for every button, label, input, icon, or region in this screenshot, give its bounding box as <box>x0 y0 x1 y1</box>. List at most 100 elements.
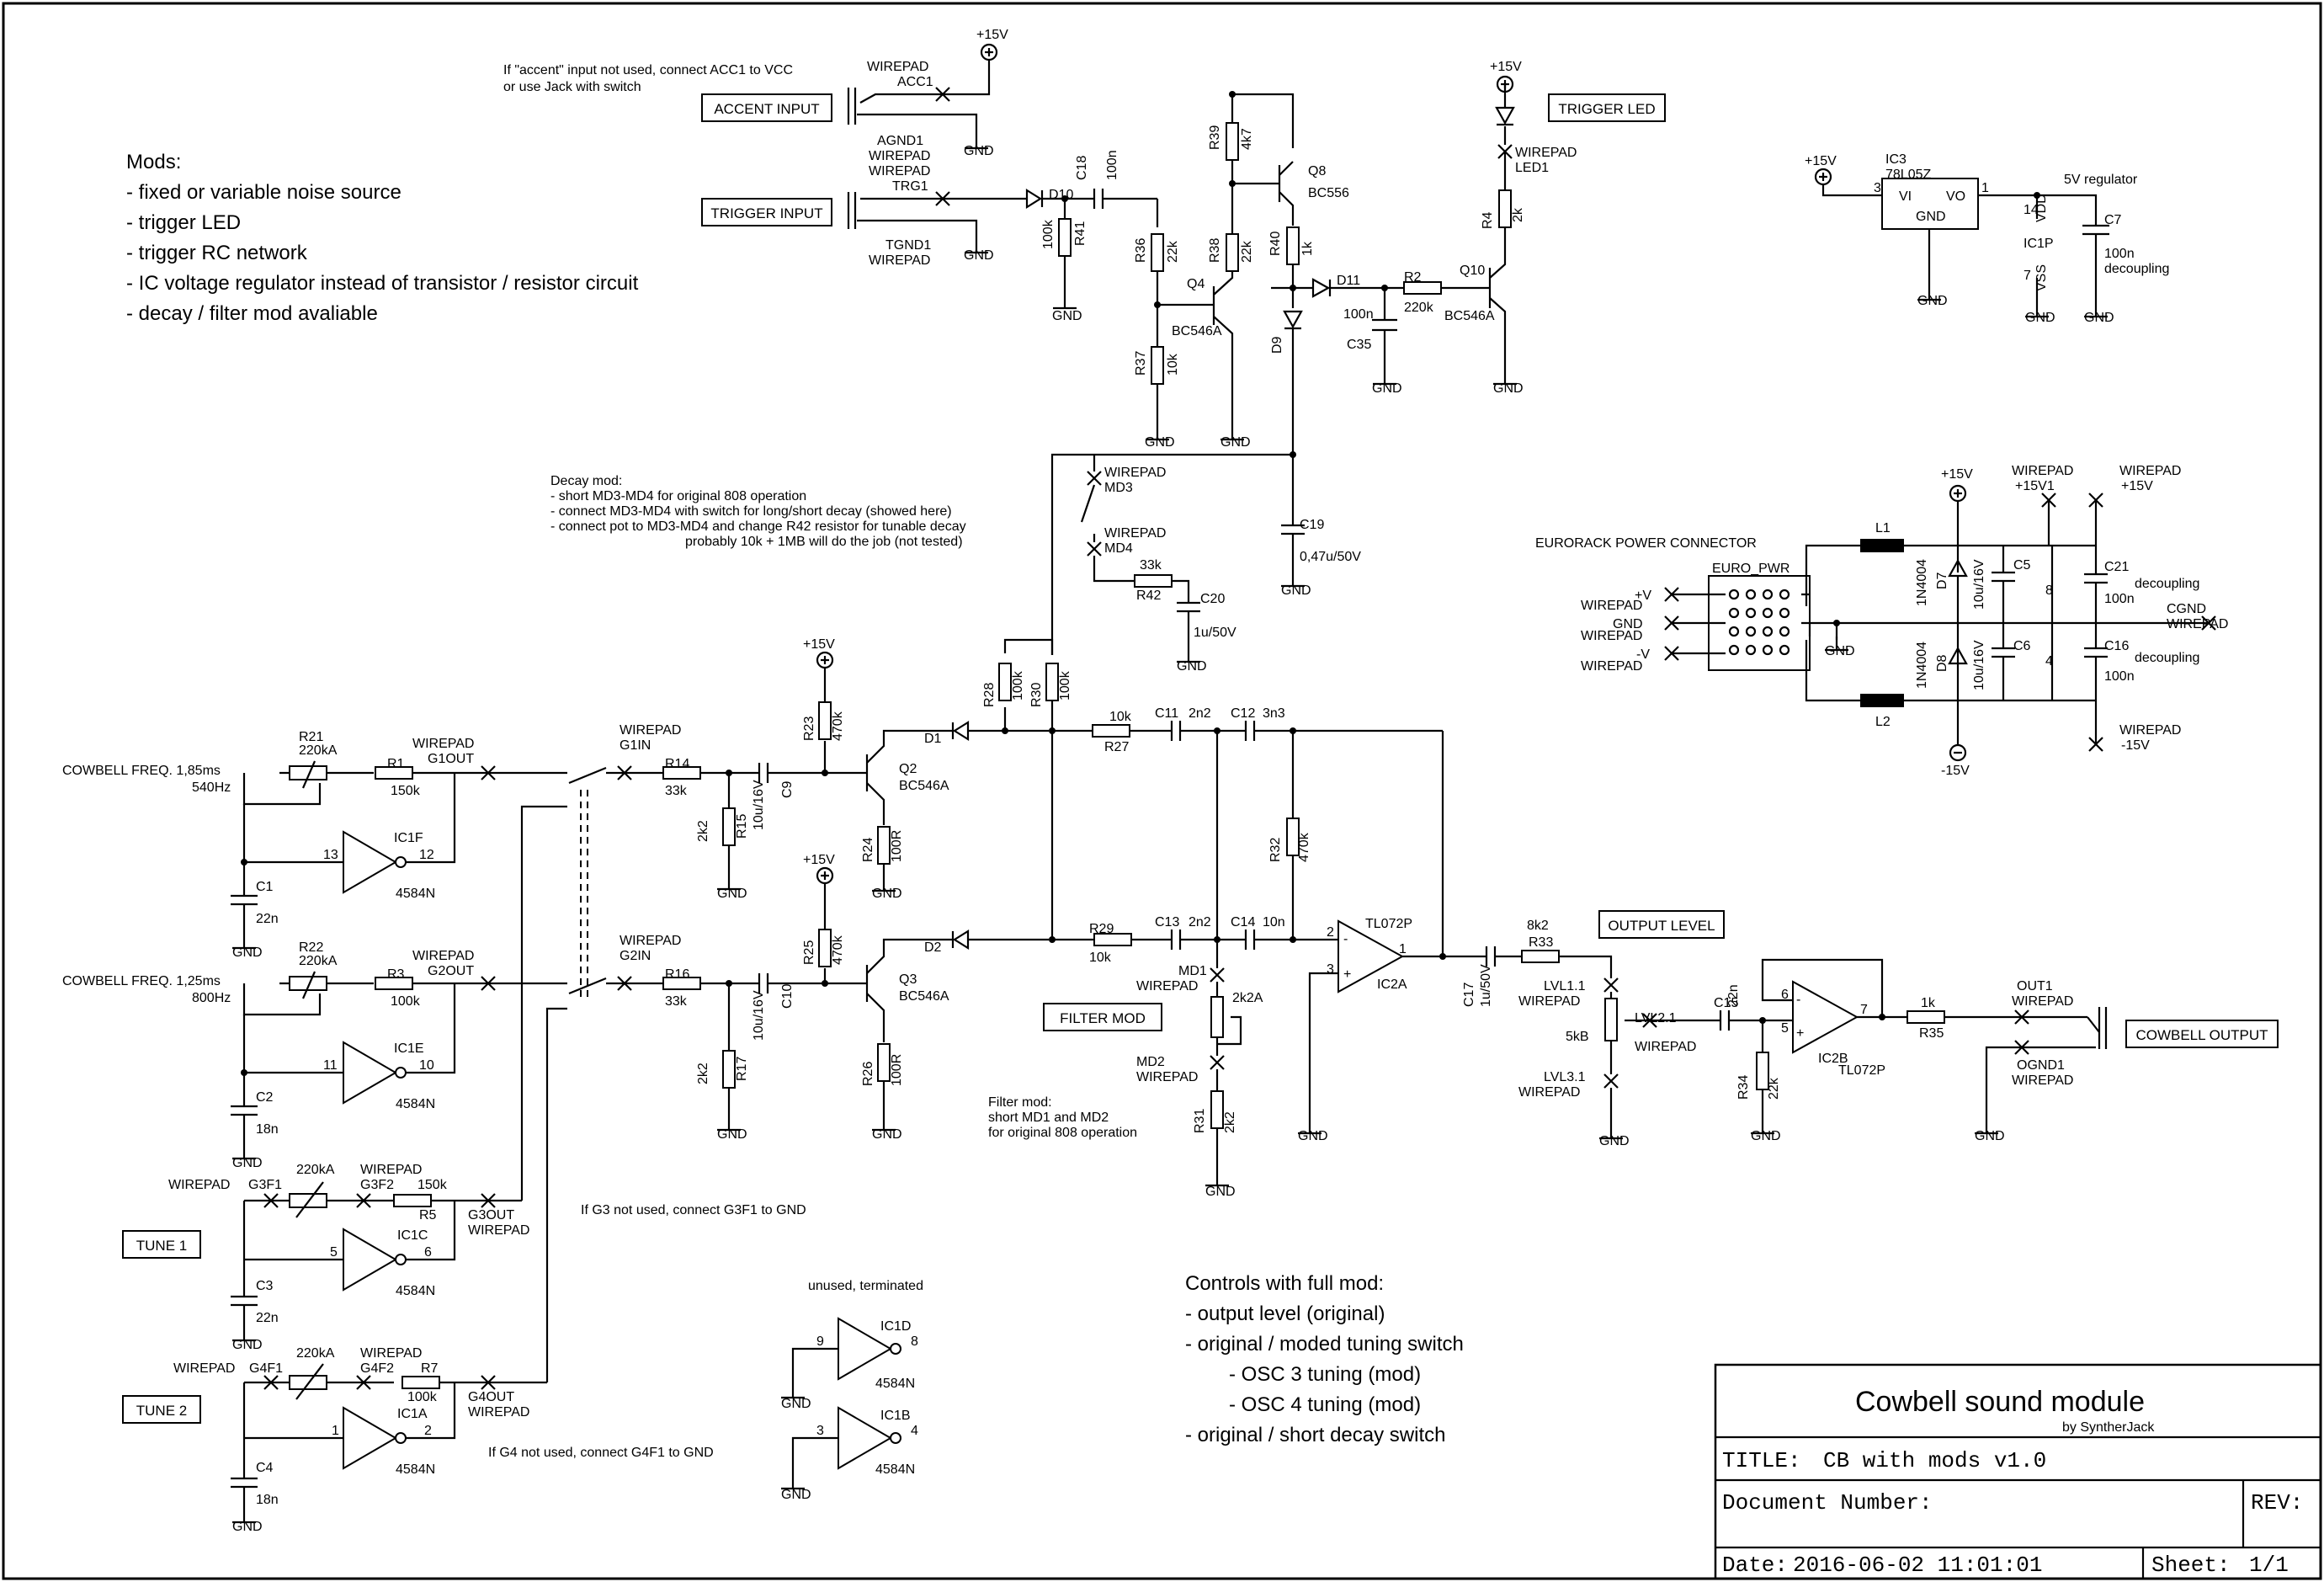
vcc-symbol-icon <box>980 43 998 61</box>
schematic-label: Q8 <box>1308 164 1326 178</box>
schematic-label: 4584N <box>396 1284 435 1298</box>
connector-pins-icon <box>1728 589 1790 656</box>
schematic-label: WIREPAD <box>360 1163 422 1177</box>
wire <box>857 113 978 135</box>
schematic-label: WIREPAD <box>360 1346 422 1361</box>
junction-icon <box>1879 1014 1885 1020</box>
schematic-label: D9 <box>1270 336 1284 354</box>
mod-item: - IC voltage regulator instead of transi… <box>126 272 639 295</box>
wirepad-md3-icon <box>1086 470 1103 487</box>
schematic-label: 5 <box>330 1245 338 1260</box>
wire <box>580 790 588 1002</box>
schematic-label: C21 <box>2104 560 2129 574</box>
schematic-label: GND <box>1281 583 1311 598</box>
schematic-label: C11 <box>1155 706 1178 721</box>
schematic-label: C19 <box>1300 518 1324 532</box>
accent-jack-icon <box>847 88 857 125</box>
schematic-label: -V <box>1636 647 1650 662</box>
schematic-label: R26 <box>861 1062 875 1086</box>
schematic-label: GND <box>964 248 994 263</box>
schematic-label: GND <box>781 1488 811 1502</box>
output-level-pot-icon <box>1604 998 1618 1041</box>
junction-icon <box>1214 727 1220 734</box>
ic1a-schmitt-icon <box>343 1406 397 1470</box>
accent-note: If "accent" input not used, connect ACC1… <box>503 63 793 77</box>
schematic-label: R38 <box>1208 238 1222 263</box>
schematic-label: 4 <box>911 1424 918 1438</box>
controls-note: Controls with full mod: - output level (… <box>1185 1272 1464 1446</box>
schematic-label: C9 <box>780 780 795 798</box>
schematic-label: 12 <box>419 848 434 862</box>
schematic-label: 10n <box>1263 915 1285 929</box>
gnd-icon <box>1051 293 1078 310</box>
schematic-label: GND <box>232 945 263 960</box>
schematic-label: G2OUT <box>428 964 474 978</box>
schematic-label: IC1P <box>2024 237 2054 251</box>
schematic-label: LED1 <box>1515 161 1549 175</box>
schematic-label: IC1C <box>397 1228 428 1243</box>
schematic-label: 4584N <box>875 1377 915 1391</box>
wire <box>791 1347 838 1384</box>
r30-resistor-icon <box>1045 663 1059 701</box>
schematic-label: IC1D <box>880 1319 911 1334</box>
schematic-label: R17 <box>735 1057 749 1081</box>
schematic-label: 8k2 <box>1527 919 1549 933</box>
schematic-label: G1IN <box>620 738 651 753</box>
schematic-label: GND <box>964 144 994 158</box>
wire <box>1672 593 1726 655</box>
schematic-label: 2k2 <box>1223 1111 1237 1133</box>
schematic-label: R3 <box>387 967 405 982</box>
schematic-label: C16 <box>2104 639 2129 653</box>
schematic-label: 2 <box>424 1424 432 1438</box>
schematic-label: WIREPAD <box>1581 599 1642 613</box>
r35-resistor-icon <box>1907 1010 1945 1024</box>
wire <box>1805 544 1860 606</box>
schematic-label: IC1F <box>394 831 423 845</box>
schematic-label: Decay mod: <box>550 474 622 488</box>
schematic-label: R7 <box>421 1361 439 1376</box>
c2-capacitor-icon <box>231 1103 258 1145</box>
schematic-label: +15V <box>1805 154 1837 168</box>
schematic-label: +15V <box>2121 479 2153 493</box>
schematic-label: 0,47u/50V <box>1300 550 1361 564</box>
schematic-label: R35 <box>1919 1026 1944 1041</box>
schematic-label: 1k <box>1300 241 1315 256</box>
schematic-label: 100n <box>2104 669 2135 684</box>
schematic-label: GND <box>1975 1129 2005 1143</box>
schematic-label: 100R <box>890 1054 904 1086</box>
schematic-label: 5kB <box>1566 1030 1589 1044</box>
schematic-label: 4k7 <box>1240 128 1254 150</box>
wire <box>242 804 343 892</box>
schematic-label: unused, terminated <box>808 1279 923 1293</box>
schematic-label: GND <box>232 1520 263 1534</box>
schematic-label: GND <box>232 1156 263 1170</box>
wire <box>700 982 759 1051</box>
junction-icon <box>726 980 732 987</box>
r38-resistor-icon <box>1226 233 1239 272</box>
schematic-label: REV: <box>2251 1490 2303 1515</box>
wire <box>1801 593 2059 640</box>
r15-resistor-icon <box>722 807 736 846</box>
schematic-label: Document Number: <box>1722 1490 1933 1515</box>
schematic-label: 2n2 <box>1189 706 1211 721</box>
output-jack-icon <box>2087 1007 2108 1049</box>
ic1c-schmitt-icon <box>343 1228 397 1292</box>
schematic-label: WIREPAD <box>1136 979 1198 993</box>
wire <box>406 983 456 1074</box>
schematic-label: MD2 <box>1136 1055 1165 1069</box>
d10-diode-icon <box>1018 189 1044 209</box>
schematic-label: 10u/16V <box>752 780 766 830</box>
schematic-label: OUT1 <box>2017 979 2053 993</box>
filter-section: R28 100k R30 100k 10k R27 C11 2n2 C12 3n… <box>982 638 2279 1199</box>
r31-resistor-icon <box>1210 1090 1224 1129</box>
schematic-label: WIREPAD <box>620 723 681 738</box>
l2-inductor-icon <box>1860 694 1904 707</box>
schematic-label: IC2A <box>1377 977 1407 992</box>
schematic-label: LVL2.1 <box>1635 1011 1677 1025</box>
c11-c12-capacitor-icon <box>1130 721 1443 741</box>
schematic-label: BC546A <box>1172 324 1222 338</box>
schematic-label: GND <box>872 887 902 901</box>
r42-resistor-icon <box>1134 574 1173 588</box>
r7-resistor-icon <box>402 1376 440 1389</box>
schematic-label: 18n <box>256 1122 279 1137</box>
